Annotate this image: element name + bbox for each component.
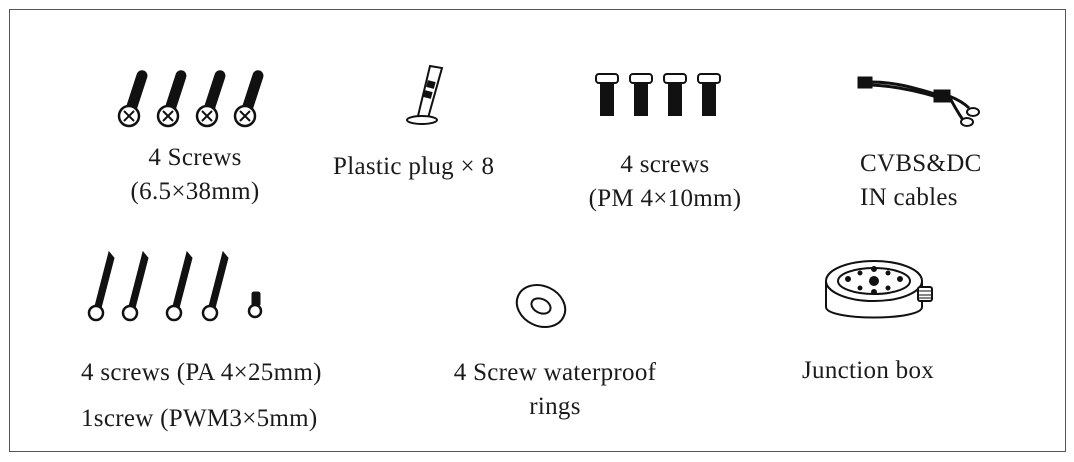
item-label-line: IN cables xyxy=(860,184,958,211)
self-tapping-screws-icon xyxy=(87,250,263,322)
item-label-long-screws: 4 Screws (6.5×38mm) xyxy=(110,141,280,209)
item-label-line: 4 screws xyxy=(620,151,710,178)
item-label-waterproof-rings: 4 Screw waterproof rings xyxy=(425,356,685,424)
item-label-line: rings xyxy=(529,393,581,420)
item-label-plastic-plug: Plastic plug × 8 xyxy=(333,150,494,184)
item-label-cables: CVBS&DC IN cables xyxy=(860,147,982,215)
plastic-plug-icon xyxy=(406,64,444,125)
item-label-line: 4 Screw waterproof xyxy=(453,359,657,386)
item-label-line: (PM 4×10mm) xyxy=(588,185,742,212)
item-label-line: (6.5×38mm) xyxy=(130,178,260,205)
item-label-line: 4 screws (PA 4×25mm) xyxy=(81,359,322,386)
item-label-line: 1screw (PWM3×5mm) xyxy=(81,405,318,432)
long-screws-icon xyxy=(117,70,264,128)
item-label-line: Junction box xyxy=(802,357,935,384)
waterproof-ring-icon xyxy=(515,284,567,328)
short-screws-icon xyxy=(595,73,721,116)
item-label-line: Plastic plug × 8 xyxy=(333,153,495,180)
item-label-junction-box: Junction box xyxy=(802,354,934,388)
item-label-line: CVBS&DC xyxy=(860,150,982,177)
cable-icon xyxy=(857,76,980,127)
junction-box-icon xyxy=(825,260,933,319)
item-label-self-tapping-screws: 4 screws (PA 4×25mm) 1screw (PWM3×5mm) xyxy=(81,350,322,442)
item-label-line: 4 Screws xyxy=(148,144,242,171)
item-label-short-screws: 4 screws (PM 4×10mm) xyxy=(575,148,755,216)
